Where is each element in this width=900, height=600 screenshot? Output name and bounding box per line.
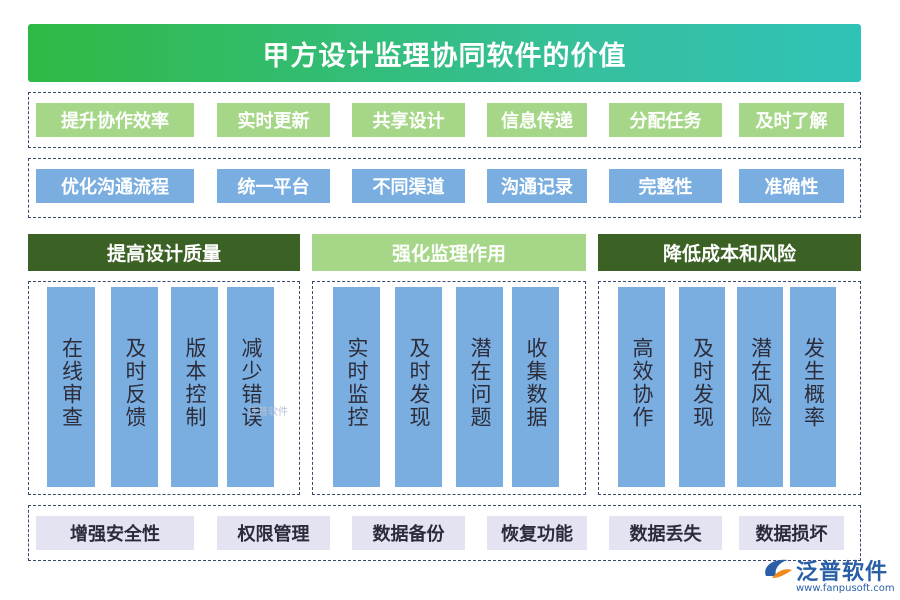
column-item-label: 及时发现 [690,337,715,429]
column-item: 及时发现 [395,287,442,487]
column-item: 潜在问题 [456,287,503,487]
row1-item: 及时了解 [739,103,844,137]
column-item-label: 实时监控 [345,337,369,429]
column-item-label: 潜在风险 [748,337,773,429]
page-title: 甲方设计监理协同软件的价值 [262,40,627,72]
row3-item: 数据损坏 [739,516,844,550]
logo-name: 泛普软件 [796,560,889,585]
row1-item: 信息传递 [487,103,587,137]
row3-item: 恢复功能 [487,516,587,550]
row1-item: 共享设计 [352,103,465,137]
column-item-label: 发生概率 [801,337,826,429]
title-banner: 甲方设计监理协同软件的价值 [28,24,861,82]
column-item-label: 在线审查 [59,337,84,429]
column-item-label: 版本控制 [183,337,207,429]
column-item: 及时发现 [679,287,725,487]
column-item: 收集数据 [512,287,559,487]
column-item-label: 潜在问题 [468,337,492,429]
row3-item: 数据丢失 [609,516,722,550]
brand-logo: 泛普软件 www.fanpusoft.com [760,552,895,597]
column-item: 减少错误 [227,287,274,487]
watermark: 泛普软件 [248,407,288,418]
column-item: 实时监控 [333,287,380,487]
column-item: 高效协作 [618,287,665,487]
column-heading: 提高设计质量 [28,234,300,271]
row2-item: 不同渠道 [352,169,465,203]
row1-item: 实时更新 [217,103,330,137]
row2-item: 准确性 [739,169,844,203]
column-item: 潜在风险 [737,287,783,487]
column-heading: 降低成本和风险 [598,234,861,271]
column-item: 在线审查 [47,287,95,487]
row1-item: 提升协作效率 [36,103,194,137]
column-item: 发生概率 [790,287,836,487]
row2-item: 统一平台 [217,169,330,203]
row3-item: 增强安全性 [36,516,194,550]
column-item: 版本控制 [171,287,218,487]
row2-item: 优化沟通流程 [36,169,194,203]
row3-item: 权限管理 [217,516,330,550]
column-item-label: 高效协作 [630,337,654,429]
row2-item: 沟通记录 [487,169,587,203]
logo-url: www.fanpusoft.com [796,583,895,594]
row1-item: 分配任务 [609,103,722,137]
column-item-label: 及时发现 [407,337,431,429]
column-item: 及时反馈 [111,287,158,487]
column-item-label: 减少错误 [239,337,263,429]
column-item-label: 及时反馈 [123,337,147,429]
row2-item: 完整性 [609,169,722,203]
column-heading: 强化监理作用 [312,234,586,271]
logo-icon [765,559,792,578]
column-item-label: 收集数据 [524,337,548,429]
row3-item: 数据备份 [352,516,465,550]
